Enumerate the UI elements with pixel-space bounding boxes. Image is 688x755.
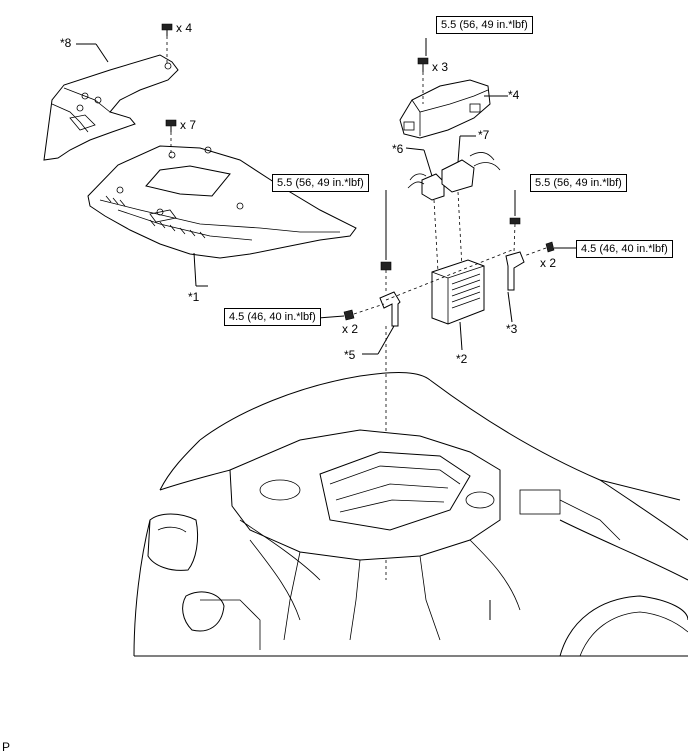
- torque-spec-bracket5-nut: 5.5 (56, 49 in.*lbf): [272, 174, 369, 192]
- callout-1: *1: [188, 290, 200, 304]
- ecu-cover-part-4: [399, 79, 491, 139]
- leader-2: [459, 321, 463, 351]
- quantity-x7: x 7: [180, 118, 197, 132]
- callout-5: *5: [344, 348, 356, 362]
- connector-part-7: [441, 152, 501, 269]
- callout-3: *3: [506, 322, 518, 336]
- bolt-x7: [165, 119, 177, 158]
- bracket-part-3: [505, 217, 555, 291]
- torque-spec-bracket5-bolt: 4.5 (46, 40 in.*lbf): [224, 308, 321, 326]
- connector-part-6: [407, 173, 445, 273]
- leader-7b: [457, 135, 461, 163]
- leader-6: [405, 147, 425, 151]
- callout-7: *7: [478, 128, 490, 142]
- engine-cover-part-1: [87, 145, 357, 259]
- leader-6b: [423, 149, 433, 177]
- leader-3: [507, 291, 513, 323]
- leader-torque-left-bolt: [317, 315, 345, 319]
- torque-spec-cover-bolt: 5.5 (56, 49 in.*lbf): [436, 16, 533, 34]
- figure-code: P: [2, 740, 11, 754]
- quantity-x4: x 4: [176, 21, 193, 35]
- callout-6: *6: [392, 142, 404, 156]
- callout-4: *4: [508, 88, 520, 102]
- torque-spec-bracket3-nut: 5.5 (56, 49 in.*lbf): [530, 174, 627, 192]
- leader-8b: [95, 43, 109, 63]
- ecu-part-2: [431, 259, 485, 325]
- callout-2: *2: [456, 352, 468, 366]
- quantity-x3: x 3: [432, 60, 449, 74]
- upper-cover-part-8: [43, 54, 179, 161]
- quantity-x2-right: x 2: [540, 256, 557, 270]
- bolt-x4: [161, 23, 173, 63]
- leader-1: [193, 252, 197, 287]
- quantity-x2-left: x 2: [342, 322, 359, 336]
- callout-8: *8: [60, 36, 72, 50]
- vehicle-engine-bay: [133, 372, 688, 657]
- bolt-x3: [417, 57, 429, 104]
- leader-5: [377, 325, 395, 355]
- torque-spec-bracket3-bolt: 4.5 (46, 40 in.*lbf): [576, 240, 673, 258]
